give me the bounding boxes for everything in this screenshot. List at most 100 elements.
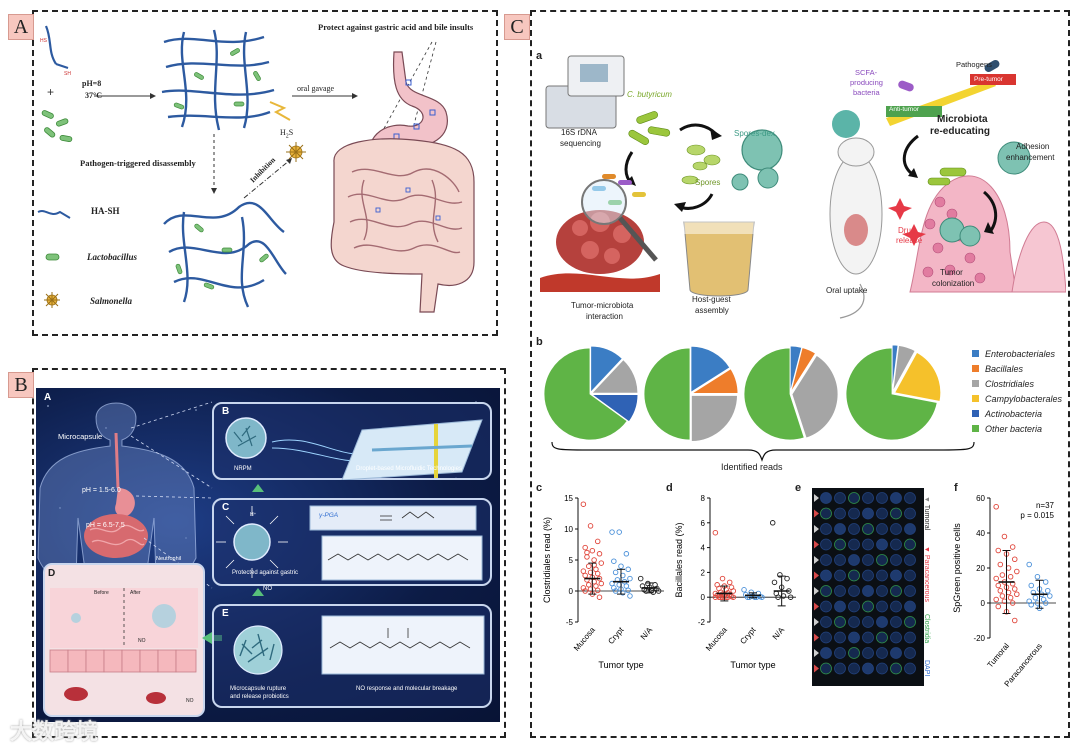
data-point [596, 594, 603, 600]
gamma-pga-label: γ-PGA [319, 512, 339, 519]
data-point [777, 572, 783, 578]
oral-uptake-label: Oral uptake [826, 286, 868, 295]
data-point [1007, 594, 1014, 601]
temperature-label: 37°C [85, 91, 102, 100]
sub-c-label: C [222, 502, 230, 513]
dapi-tag: DAPI [923, 660, 930, 677]
tissue-core [848, 523, 860, 535]
y-tick-label: -2 [698, 618, 706, 627]
tissue-core [904, 569, 916, 582]
tissue-core [862, 538, 874, 551]
tumoral-tag: ▼ Tumoral [923, 496, 930, 531]
data-point [995, 582, 1002, 589]
tumor-col-line1: Tumor [940, 268, 963, 277]
p-annotation: p = 0.015 [1020, 511, 1054, 520]
tissue-core [890, 523, 902, 535]
tissue-core [904, 523, 916, 535]
pathogens-label: Pathogens [956, 60, 992, 69]
data-point [584, 577, 590, 583]
sub-f-c: f [954, 482, 958, 494]
sub-a-label: A [44, 392, 52, 403]
tissue-core [820, 585, 832, 597]
spiky-bacterium-icon [44, 292, 60, 308]
no-arrow-label: NO [263, 586, 272, 592]
seq-line1: 16S rDNA [561, 128, 598, 137]
sub-e-c: e [795, 482, 802, 494]
panel-b-frame [32, 368, 506, 738]
tissue-core [834, 631, 846, 644]
pie-slice [543, 347, 628, 441]
data-point [1047, 593, 1053, 599]
tm-line1: Tumor-microbiota [571, 301, 634, 310]
clostridia-tag: Clostridia [923, 614, 930, 644]
tissue-core [890, 647, 902, 659]
data-point [587, 569, 594, 576]
data-point [726, 579, 733, 586]
tissue-core [862, 600, 874, 613]
data-point [625, 587, 631, 594]
tissue-core [904, 492, 916, 504]
tissue-core [876, 554, 888, 566]
c-butyricum-label: C. butyricum [627, 90, 672, 99]
row-marker-icon [814, 602, 819, 611]
tissue-core [834, 523, 846, 535]
category-label: Crypt [738, 625, 758, 646]
x-axis-title: Tumor type [598, 660, 643, 670]
tissue-core [890, 600, 902, 613]
tissue-core [862, 631, 874, 644]
data-point [712, 594, 719, 600]
data-point [759, 594, 765, 600]
tissue-core [834, 507, 846, 520]
tissue-core [848, 662, 860, 675]
pie-slice [590, 359, 639, 394]
rupture-line2: and release probiotics [230, 694, 289, 700]
legend-item: Other bacteria [972, 421, 1062, 436]
scfa-line1: SCFA- [855, 68, 878, 77]
tissue-core [834, 554, 846, 566]
tissue-core [862, 523, 874, 535]
no-label-2: NO [186, 698, 194, 704]
ph-intestine-label: pH = 6.5-7.5 [86, 522, 125, 529]
category-label: N/A [771, 625, 787, 642]
pie-slice [691, 395, 738, 442]
panel-c-letter: C [504, 14, 530, 40]
panel-a-letter: A [8, 14, 34, 40]
row-marker-icon [814, 618, 819, 626]
data-point [1009, 600, 1016, 606]
pie-slice [590, 345, 623, 394]
after-label: After [130, 590, 141, 596]
pathogen-disassembly-label: Pathogen-triggered disassembly [80, 158, 196, 168]
data-point [594, 570, 601, 577]
data-point [1001, 533, 1008, 540]
row-marker-icon [814, 540, 819, 549]
tissue-core [820, 523, 832, 535]
y-tick-label: -20 [973, 634, 985, 643]
y-tick-label: 4 [701, 544, 706, 553]
tissue-core [848, 647, 860, 659]
tissue-core [820, 554, 832, 566]
sub-e-label: E [222, 608, 229, 619]
microbiota-line2: re-educating [930, 126, 991, 137]
sub-d-label: D [48, 568, 56, 579]
data-point [712, 529, 719, 536]
data-point [999, 572, 1006, 578]
tissue-core [820, 662, 832, 675]
tissue-core [834, 600, 846, 613]
rupture-drawing [233, 615, 485, 675]
row-marker-icon [814, 556, 819, 564]
data-point [627, 575, 633, 582]
pie-slice [743, 347, 805, 441]
tissue-core [876, 662, 888, 675]
svg-text:HS: HS [40, 38, 48, 44]
data-point [618, 563, 624, 569]
tissue-microarray-image [812, 488, 924, 686]
data-point [725, 594, 731, 600]
data-point [598, 560, 605, 566]
data-point [620, 590, 626, 596]
legend-item: Actinobacteria [972, 406, 1062, 421]
tissue-core [876, 647, 888, 659]
data-point [1028, 601, 1034, 608]
identified-reads-bracket [551, 441, 975, 462]
